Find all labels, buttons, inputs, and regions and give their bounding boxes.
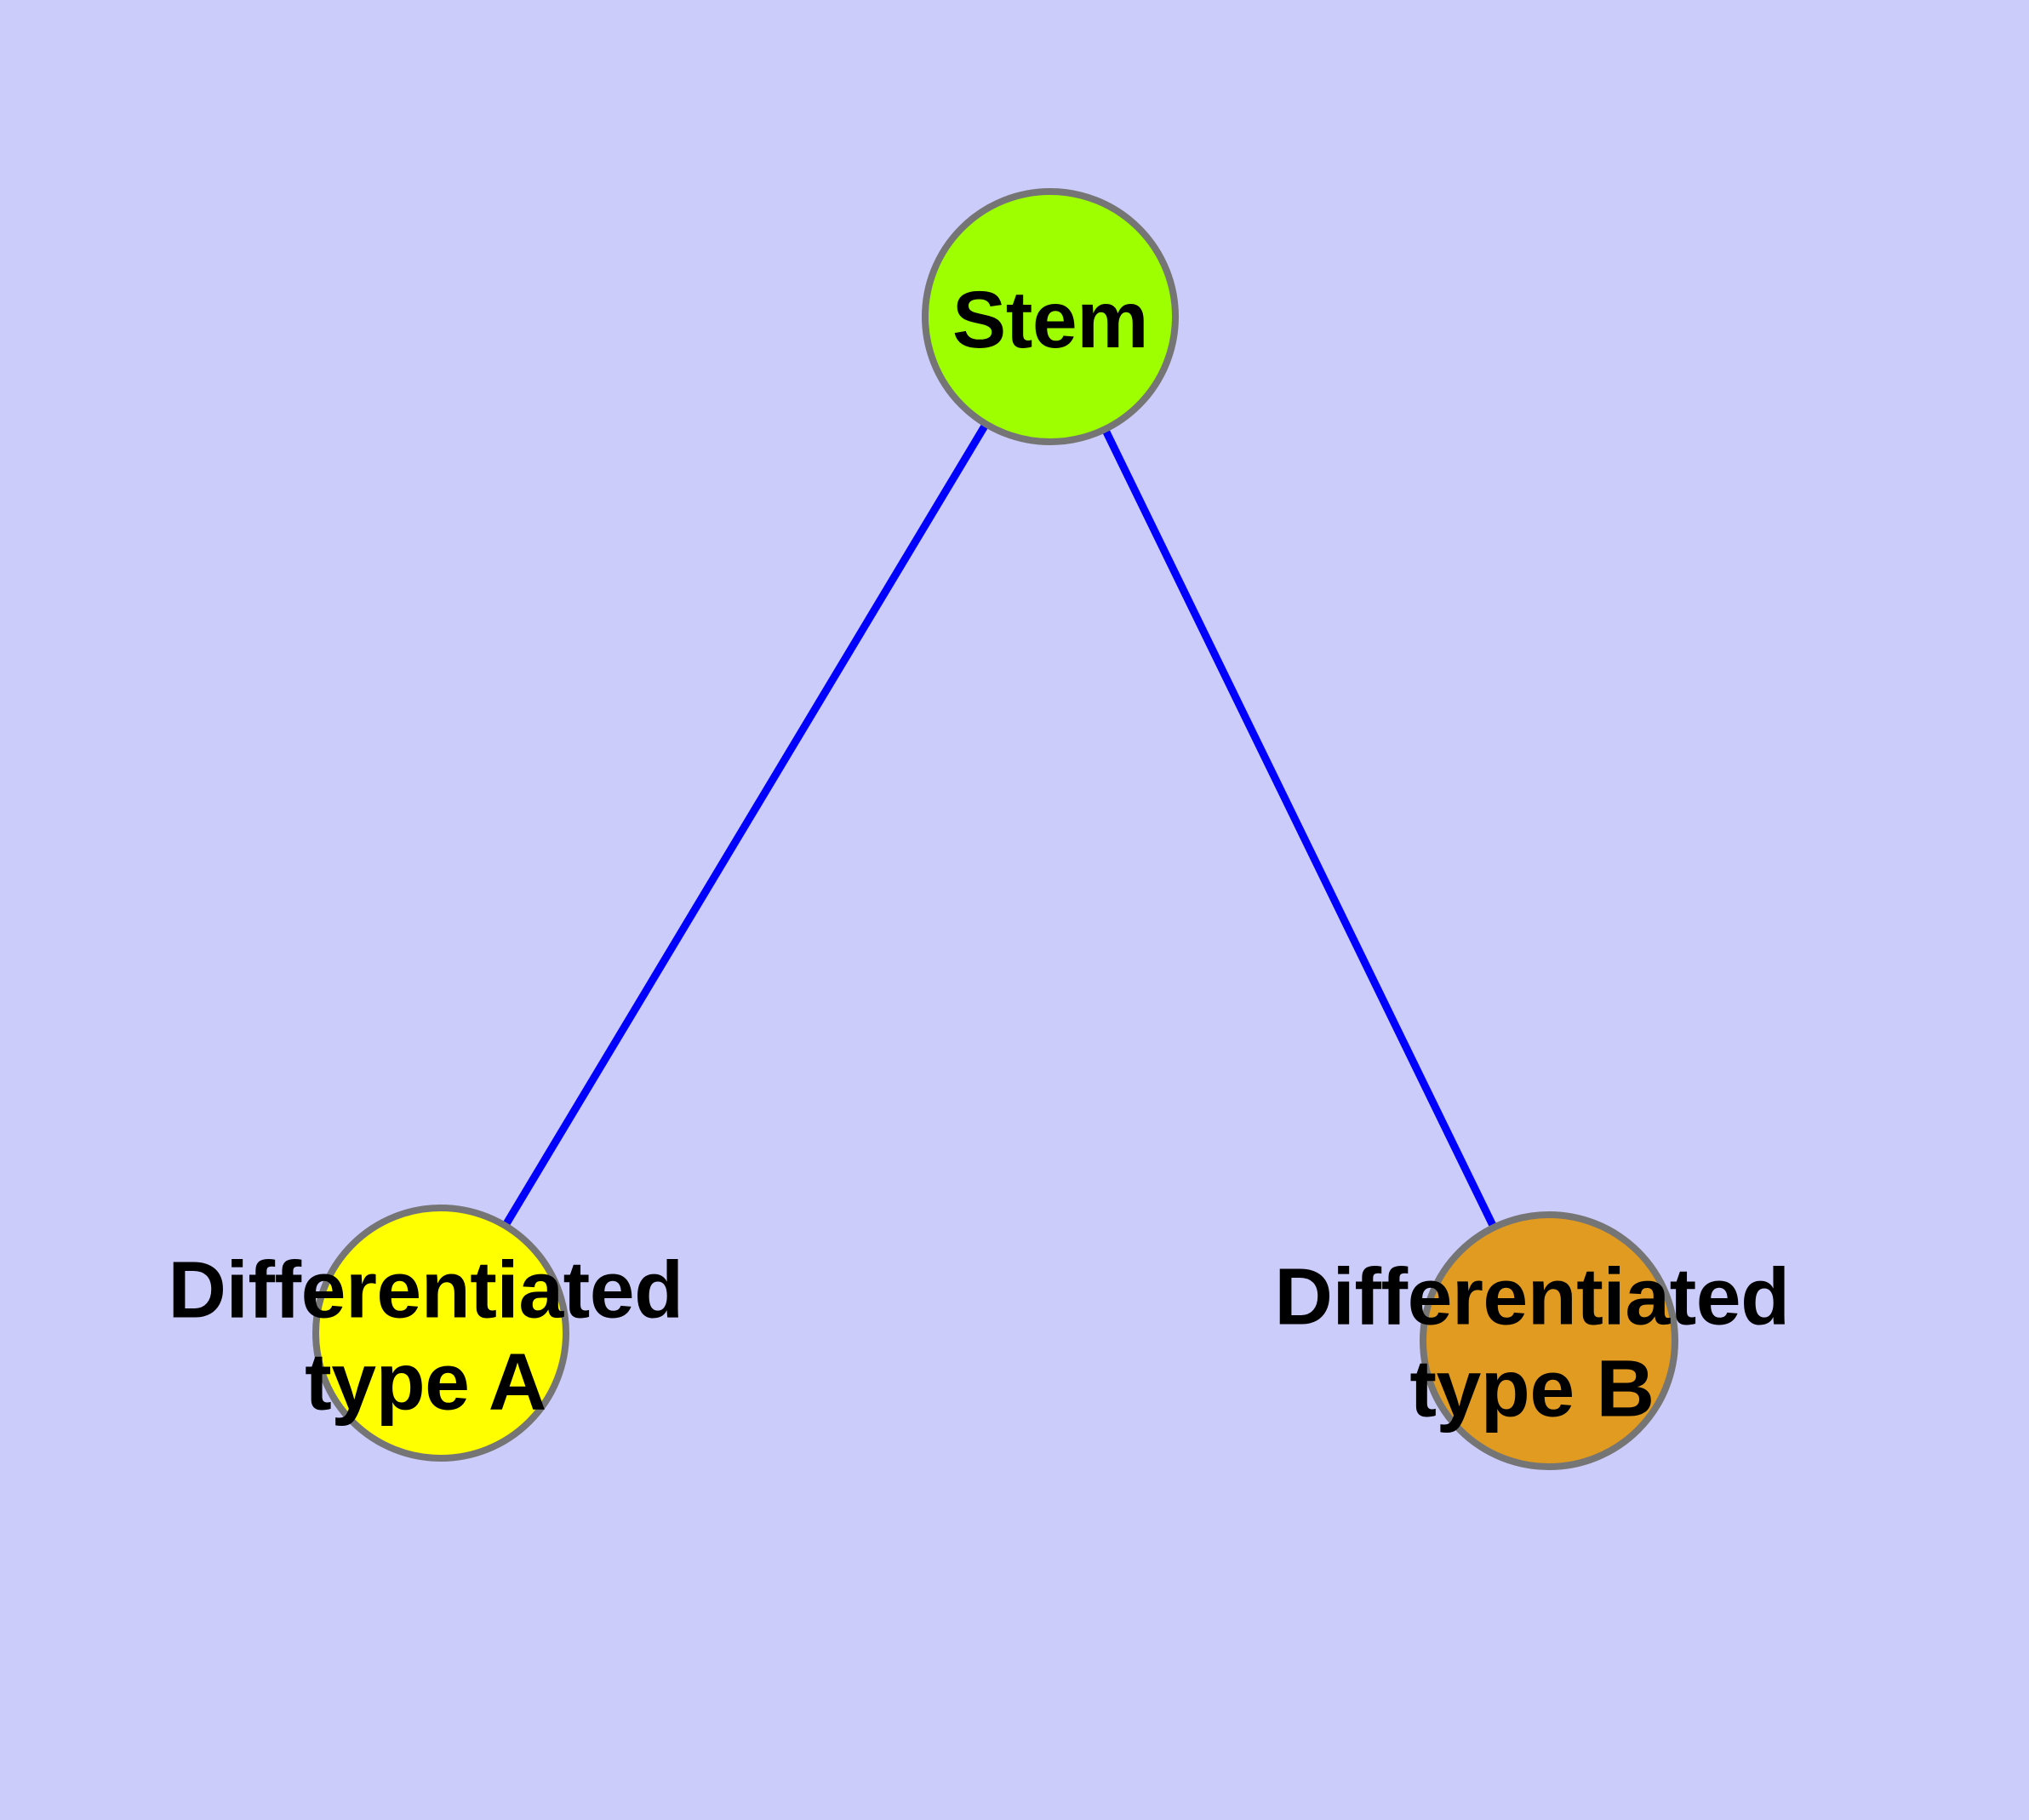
graph-node-stem[interactable] [922,188,1179,445]
node-layer [312,188,1678,1470]
graph-edge-stem-diff_a [501,421,990,1228]
edge-layer [501,421,1498,1229]
graph-edge-stem-diff_b [1101,427,1498,1229]
graph-node-diff_b[interactable] [1420,1211,1678,1470]
graph-node-diff_a[interactable] [312,1205,569,1462]
